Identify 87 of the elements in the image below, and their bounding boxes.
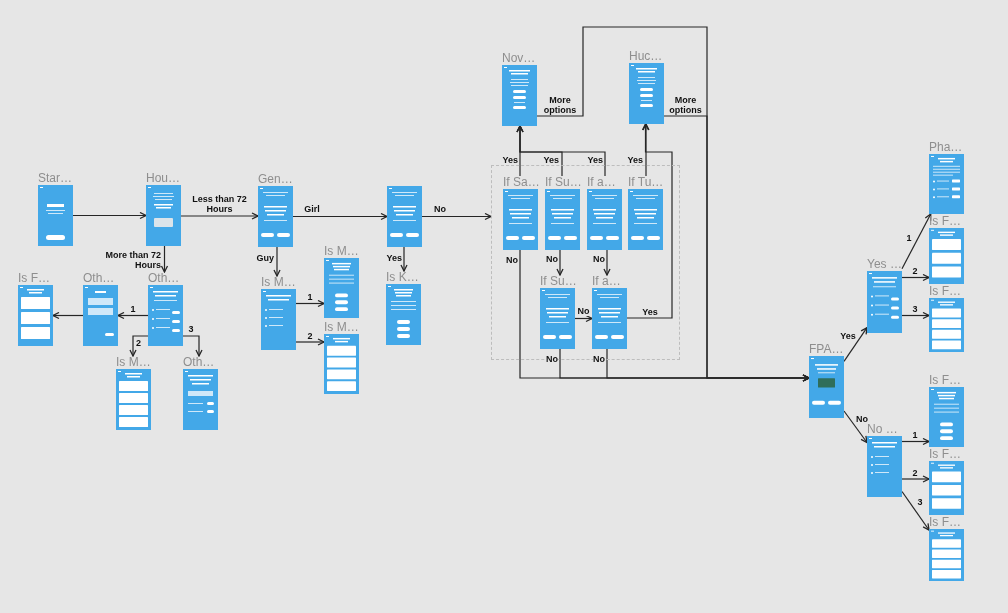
screen-title: Is M… — [261, 276, 296, 289]
screen-title: If Su… — [545, 176, 582, 189]
edge-label: No — [856, 414, 868, 424]
arrow — [295, 299, 325, 308]
screen-title: Hou… — [146, 172, 180, 185]
edge-label: Yes — [587, 155, 603, 165]
arrow — [72, 211, 147, 220]
arrow — [292, 212, 388, 221]
screen-title: Pha… — [929, 141, 963, 154]
edge-label: No — [546, 254, 558, 264]
edge-label: 2 — [307, 331, 313, 341]
edge-label: 1 — [130, 304, 136, 314]
arrow — [843, 327, 868, 362]
arrow — [160, 245, 169, 273]
arrow — [626, 123, 673, 319]
screen-title: Oth… — [183, 356, 215, 369]
edge-label: Yes — [840, 331, 856, 341]
screen-title: Is M… — [116, 356, 151, 369]
edge-label: No — [593, 254, 605, 264]
arrow — [129, 335, 149, 357]
screen-title: Oth… — [148, 272, 180, 285]
edge-label: 1 — [307, 292, 313, 302]
edge-label: Less than 72 Hours — [189, 194, 250, 214]
arrow — [400, 246, 408, 272]
screen-title: Is F… — [929, 285, 961, 298]
screen-title: Nov… — [502, 52, 536, 65]
edge-label: No — [434, 204, 446, 214]
screen-title: If Su… — [540, 275, 577, 288]
edge-label: Guy — [256, 253, 274, 263]
screen-title: Is K… — [386, 271, 419, 284]
arrow — [421, 212, 492, 221]
screen-title: Is M… — [324, 321, 359, 334]
arrow — [182, 335, 203, 357]
edge-label: 2 — [136, 338, 141, 348]
arrow — [52, 311, 84, 320]
arrow — [642, 123, 650, 177]
arrow — [603, 249, 611, 276]
screen-title: Is M… — [324, 245, 359, 258]
edge-label: Yes — [543, 155, 559, 165]
arrow — [295, 338, 325, 346]
arrow — [901, 475, 930, 483]
screen-title: Is F… — [929, 448, 961, 461]
screen-title: If a… — [592, 275, 621, 288]
screen-title: If Sa… — [503, 176, 540, 189]
edge-label: Girl — [304, 204, 320, 214]
screen-title: Star… — [38, 172, 72, 185]
arrow — [180, 212, 259, 220]
edge-label: 1 — [912, 430, 918, 440]
edge-label: Yes — [386, 253, 402, 263]
screen-title: Huc… — [629, 50, 663, 63]
screen-title: No … — [867, 423, 898, 436]
edge-label: Yes — [627, 155, 643, 165]
arrow — [273, 246, 281, 277]
edge-label: No — [577, 306, 590, 316]
screen-title: Yes … — [867, 258, 902, 271]
edge-label: No — [506, 255, 518, 265]
arrow — [556, 249, 564, 276]
edge-label: 3 — [917, 497, 923, 507]
edge-label: 3 — [188, 324, 194, 334]
edge-label: 2 — [912, 468, 918, 478]
arrow — [901, 273, 930, 282]
screen-title: If Tu… — [628, 176, 664, 189]
screen-title: Is F… — [929, 516, 961, 529]
arrow — [663, 115, 810, 382]
arrow — [901, 437, 930, 446]
arrow — [574, 314, 593, 323]
edge-label: 3 — [912, 304, 918, 314]
arrow — [901, 490, 930, 531]
screen-title: Is F… — [929, 215, 961, 228]
screen-title: FPA… — [809, 343, 844, 356]
arrow — [117, 311, 149, 320]
arrow — [843, 410, 868, 444]
arrow — [901, 311, 930, 320]
edge-label: Yes — [642, 307, 658, 317]
edge-label: 2 — [912, 266, 918, 276]
edge-label: 1 — [906, 233, 912, 243]
screen-title: Is F… — [929, 374, 961, 387]
screen-title: Is F… — [18, 272, 50, 285]
screen-title: Gen… — [258, 173, 293, 186]
screen-title: If a… — [587, 176, 616, 189]
dashed-group-frame — [491, 165, 680, 360]
screen-title: Oth… — [83, 272, 115, 285]
arrow — [901, 213, 932, 270]
edge-label: Yes — [502, 155, 518, 165]
edge-label: No — [593, 354, 605, 364]
arrow — [516, 125, 606, 177]
edge-label: No — [546, 354, 558, 364]
